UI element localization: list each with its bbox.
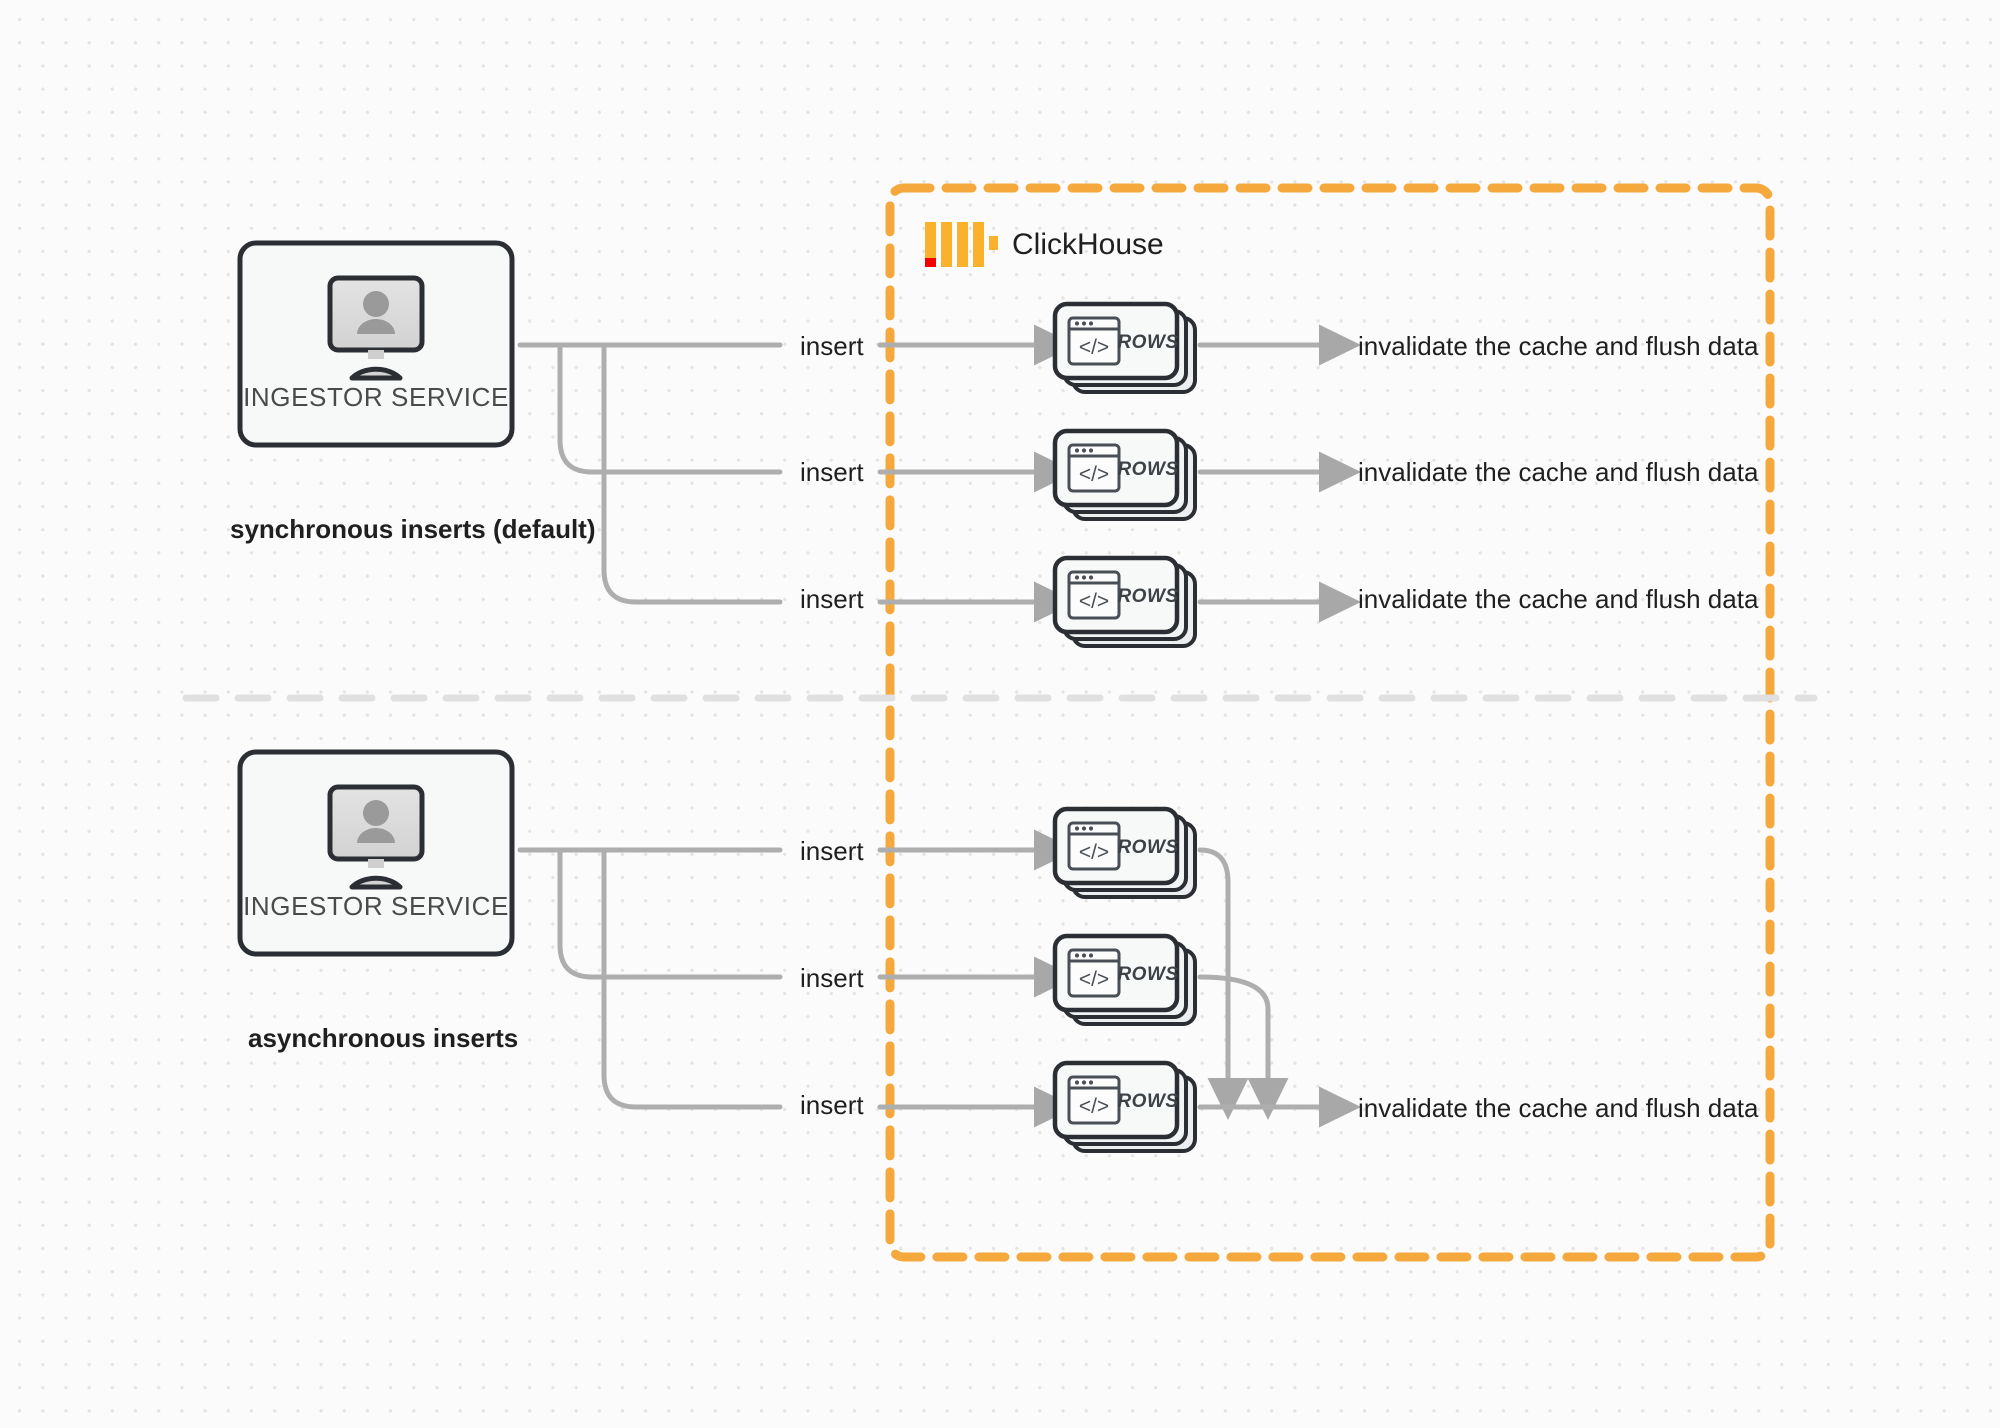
async-rows-card-3[interactable]: </> ROWS <box>1052 1060 1197 1153</box>
sync-rows-card-1[interactable]: </> ROWS <box>1052 301 1197 394</box>
async-section-caption: asynchronous inserts <box>248 1023 518 1053</box>
code-window-icon: </> <box>1067 570 1121 620</box>
async-flow-row-2: insert </> ROWS <box>800 933 1197 1026</box>
sync-result-label-2: invalidate the cache and flush data <box>1358 457 1759 487</box>
sync-rows-card-2[interactable]: </> ROWS <box>1052 428 1197 521</box>
async-rows-label-2: ROWS <box>1117 964 1178 985</box>
async-flow-row-1: insert </> ROWS <box>800 806 1197 899</box>
async-insert-label-3: insert <box>800 1090 864 1120</box>
sync-ingestor-service[interactable]: INGESTOR SERVICE <box>237 240 515 448</box>
sync-insert-label-2: insert <box>800 457 864 487</box>
sync-ingestor-label: INGESTOR SERVICE <box>243 382 509 412</box>
svg-text:</>: </> <box>1079 590 1109 613</box>
async-rows-label-3: ROWS <box>1117 1091 1178 1112</box>
async-insert-label-2: insert <box>800 963 864 993</box>
monitor-user-icon <box>327 275 425 381</box>
sync-flow-row-1: insert </> ROWS invalidate the cache and… <box>800 301 1759 394</box>
svg-text:</>: </> <box>1079 968 1109 991</box>
async-rows-label-1: ROWS <box>1117 837 1178 858</box>
async-rows-card-1[interactable]: </> ROWS <box>1052 806 1197 899</box>
svg-text:</>: </> <box>1079 1095 1109 1118</box>
svg-text:</>: </> <box>1079 463 1109 486</box>
clickhouse-brand: ClickHouse <box>925 222 1164 267</box>
monitor-user-icon <box>327 784 425 890</box>
sync-flow-row-3: insert </> ROWS invalidate the cache and… <box>800 555 1759 648</box>
code-window-icon: </> <box>1067 443 1121 493</box>
sync-flow-row-2: insert </> ROWS invalidate the cache and… <box>800 428 1759 521</box>
async-insert-label-1: insert <box>800 836 864 866</box>
sync-rows-label-1: ROWS <box>1117 332 1178 353</box>
sync-result-label-1: invalidate the cache and flush data <box>1358 331 1759 361</box>
code-window-icon: </> <box>1067 948 1121 998</box>
sync-rows-label-3: ROWS <box>1117 586 1178 607</box>
sync-fanout-lines <box>517 342 783 605</box>
sync-insert-label-1: insert <box>800 331 864 361</box>
async-ingestor-service[interactable]: INGESTOR SERVICE <box>237 749 515 957</box>
sync-section-caption: synchronous inserts (default) <box>230 514 596 544</box>
clickhouse-brand-label: ClickHouse <box>1012 228 1164 261</box>
svg-text:</>: </> <box>1079 841 1109 864</box>
async-merged-result-label: invalidate the cache and flush data <box>1358 1093 1759 1123</box>
code-window-icon: </> <box>1067 821 1121 871</box>
sync-result-label-3: invalidate the cache and flush data <box>1358 584 1759 614</box>
sync-rows-label-2: ROWS <box>1117 459 1178 480</box>
async-flow-row-3: insert </> ROWS <box>800 1060 1197 1153</box>
clickhouse-logo-icon <box>925 222 998 267</box>
code-window-icon: </> <box>1067 1075 1121 1125</box>
sync-insert-label-3: insert <box>800 584 864 614</box>
async-merge-lines: invalidate the cache and flush data <box>1197 847 1759 1128</box>
async-rows-card-2[interactable]: </> ROWS <box>1052 933 1197 1026</box>
async-fanout-lines <box>517 847 783 1110</box>
sync-rows-card-3[interactable]: </> ROWS <box>1052 555 1197 648</box>
async-ingestor-label: INGESTOR SERVICE <box>243 891 509 921</box>
svg-text:</>: </> <box>1079 336 1109 359</box>
code-window-icon: </> <box>1067 316 1121 366</box>
clickhouse-boundary <box>885 183 1775 1262</box>
